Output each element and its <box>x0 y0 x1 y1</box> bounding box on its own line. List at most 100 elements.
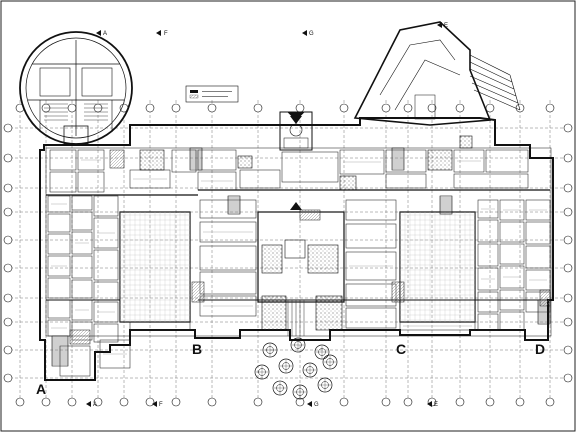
room <box>47 195 71 213</box>
grid-bubble <box>171 103 181 113</box>
tree <box>290 337 306 353</box>
tree <box>314 344 330 360</box>
room <box>47 255 71 277</box>
grid-bubble <box>563 235 573 245</box>
room <box>199 271 257 295</box>
room <box>345 199 397 221</box>
grid-bubble <box>145 103 155 113</box>
room <box>47 277 71 299</box>
section-label-c: C <box>396 341 406 357</box>
grid-bubble <box>563 183 573 193</box>
stair <box>227 195 241 215</box>
room <box>525 269 551 291</box>
entry-arrow-icon <box>290 202 302 210</box>
room <box>47 213 71 233</box>
room <box>499 243 525 265</box>
room <box>77 149 105 171</box>
room <box>525 199 551 221</box>
tree <box>272 380 288 396</box>
grid-bubble <box>171 397 181 407</box>
grid-bubble <box>3 123 13 133</box>
room <box>339 149 385 175</box>
stair <box>51 335 69 367</box>
room <box>385 173 427 189</box>
grid-bubble <box>545 397 555 407</box>
cut-marker-top-f: F <box>164 31 168 37</box>
interior-walls <box>47 149 551 377</box>
room <box>499 311 525 331</box>
cut-marker-top-g: G <box>309 31 314 37</box>
grid-bubble <box>563 345 573 355</box>
room <box>129 321 191 331</box>
grid-bubble <box>455 397 465 407</box>
room <box>345 223 397 249</box>
grid-bubble <box>403 103 413 113</box>
stair <box>189 147 203 171</box>
room <box>77 171 105 193</box>
room <box>385 149 427 173</box>
small-planters <box>139 135 473 191</box>
stair <box>391 147 405 171</box>
angled-wing <box>353 21 521 126</box>
room <box>453 173 529 189</box>
room <box>199 221 257 243</box>
room <box>477 291 499 313</box>
tree <box>292 384 308 400</box>
grid-bubble <box>3 235 13 245</box>
north-arrow-icon <box>290 116 302 124</box>
grid-bubble <box>339 397 349 407</box>
room <box>485 149 529 173</box>
room <box>499 199 525 221</box>
grid-bubble <box>563 373 573 383</box>
room <box>281 151 339 183</box>
grid-bubble <box>3 153 13 163</box>
grid-bubble <box>515 103 525 113</box>
room <box>59 345 91 377</box>
grid-bubble <box>563 263 573 273</box>
room <box>93 281 119 301</box>
courtyard-center <box>261 239 343 336</box>
tree <box>302 362 318 378</box>
cut-marker-bottom-e: E <box>434 402 438 408</box>
grid-bubble <box>339 103 349 113</box>
room <box>477 199 499 219</box>
room <box>47 299 71 319</box>
stair <box>439 195 453 215</box>
room <box>93 301 119 323</box>
room <box>345 283 397 307</box>
grid-bubble <box>381 103 391 113</box>
room <box>499 265 525 289</box>
room <box>453 149 485 173</box>
grid-bubble <box>381 397 391 407</box>
room <box>71 255 93 279</box>
grid-bubble <box>563 293 573 303</box>
grid-bubble <box>119 397 129 407</box>
room <box>93 217 119 249</box>
grid-bubble <box>563 153 573 163</box>
grid-bubble <box>485 397 495 407</box>
room <box>499 221 525 243</box>
grid-bubble <box>403 397 413 407</box>
room <box>525 221 551 245</box>
grid-bubble <box>3 373 13 383</box>
room <box>99 339 131 369</box>
grid-bubble <box>3 183 13 193</box>
room <box>93 195 119 217</box>
room <box>93 249 119 281</box>
room <box>477 243 499 267</box>
room <box>477 313 499 331</box>
room <box>171 149 197 173</box>
grid-bubble <box>253 103 263 113</box>
grid-bubble <box>3 207 13 217</box>
room <box>71 195 93 211</box>
cut-marker-bottom-g: G <box>314 402 319 408</box>
landscape-trees <box>254 337 338 400</box>
grid-bubble <box>41 397 51 407</box>
grid-bubble <box>3 263 13 273</box>
cut-markers-top: A F G E <box>96 22 448 37</box>
cut-markers-bottom: A F G E <box>86 401 438 408</box>
grid-bubble <box>67 397 77 407</box>
room <box>199 295 257 317</box>
